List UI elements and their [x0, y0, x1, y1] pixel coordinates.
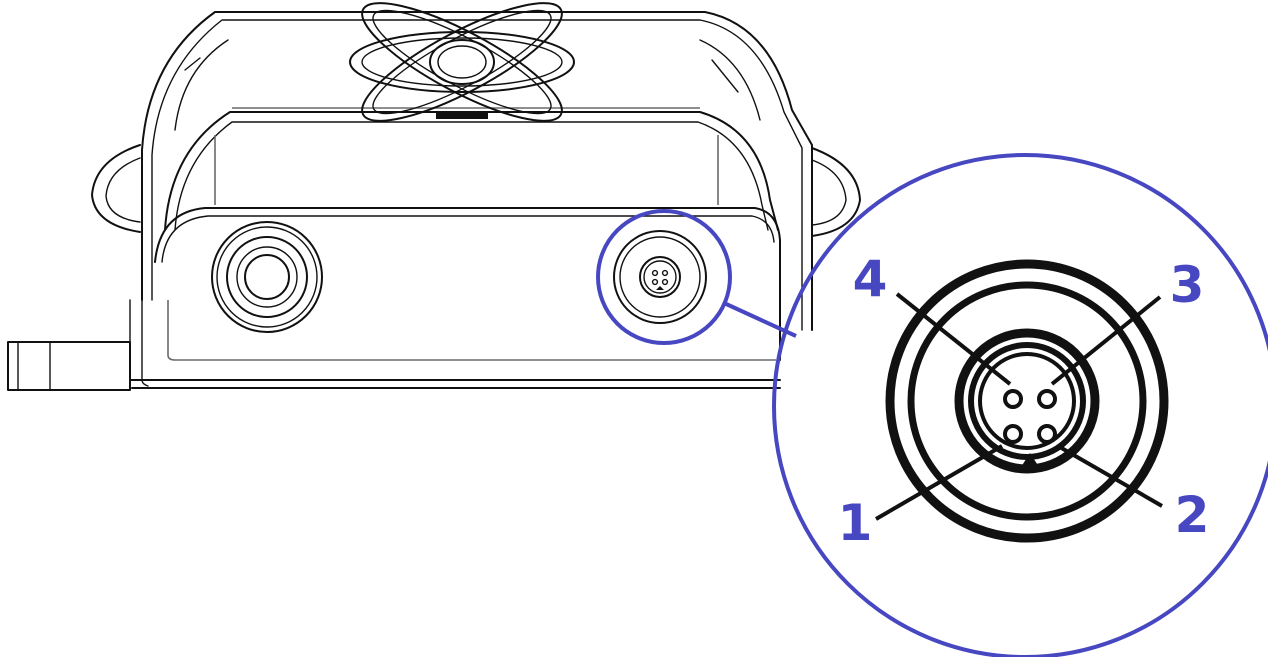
logo-emblem	[349, 2, 575, 122]
round-port-left	[211, 221, 323, 333]
connector-port-small	[613, 230, 707, 324]
callout-zoom-circle	[772, 153, 1268, 657]
pin-leaders	[874, 292, 1163, 521]
device-housing	[7, 11, 861, 391]
connector-face-magnified	[885, 259, 1169, 543]
pin-3-label: 3	[1170, 256, 1205, 314]
pin-2-label: 2	[1175, 486, 1210, 544]
pin-1-label: 1	[838, 494, 873, 552]
pin-3-hole	[1037, 389, 1057, 409]
pin-4-label: 4	[853, 250, 888, 308]
callout-small-circle	[596, 209, 732, 345]
pin-4-hole	[1003, 389, 1023, 409]
mounting-bracket	[7, 341, 131, 391]
pin-1-hole	[1003, 424, 1023, 444]
pin-2-hole	[1037, 424, 1057, 444]
key-notch-icon	[1021, 453, 1039, 467]
